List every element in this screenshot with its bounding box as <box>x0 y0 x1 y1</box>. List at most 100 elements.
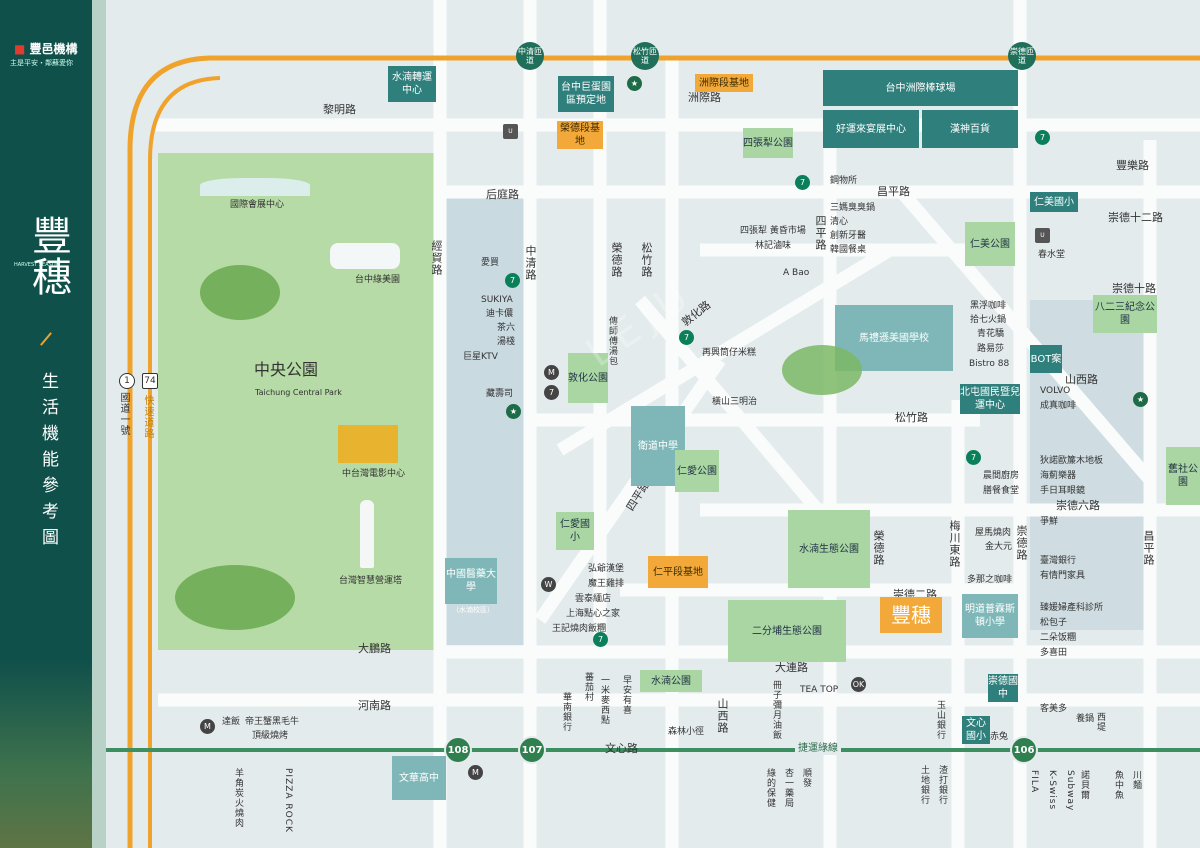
road-dalian: 大連路 <box>775 661 808 674</box>
poi-chunshui: 春水堂 <box>1038 250 1066 260</box>
starbucks-icon[interactable]: ★ <box>1133 392 1148 407</box>
expressway-label: 快速道路 <box>142 395 153 439</box>
poi-king-crab: 帝王蟹黑毛牛 <box>245 717 300 727</box>
block-bot[interactable]: BOT案 <box>1030 345 1062 373</box>
road-songzhu-road: 松竹路 <box>895 411 928 424</box>
metro-station-107[interactable]: 107 <box>518 736 546 764</box>
poi-health: 綠的保健 <box>765 768 775 808</box>
uniqlo-icon[interactable]: U <box>1035 228 1050 243</box>
block-rongde-site[interactable]: 榮德段基地 <box>557 121 603 149</box>
project-latin: HARVEST SEASON <box>14 262 60 268</box>
block-jiushe-park[interactable]: 舊社公園 <box>1166 447 1200 505</box>
poi-qinghua: 青花驕 <box>977 329 1005 339</box>
uniqlo-icon[interactable]: U <box>503 124 518 139</box>
project-logo: 豐穗 <box>25 215 71 297</box>
poi-hotpot: 拾七火鍋 <box>970 315 1007 325</box>
road-chongde-10: 崇德十路 <box>1112 282 1156 295</box>
poi-bistro88: Bistro 88 <box>969 359 1010 369</box>
poi-komeda: 客美多 <box>1040 704 1068 714</box>
poi-bakery: 一米麥西點 <box>599 675 609 725</box>
expo-center-icon <box>200 178 310 196</box>
road-wenxin: 文心路 <box>605 742 638 755</box>
block-taichung-dome[interactable]: 台中巨蛋園區預定地 <box>558 76 614 112</box>
block-shuinan-park[interactable]: 水湳公園 <box>640 670 702 692</box>
block-subject-site[interactable]: 豐穗 <box>880 597 942 633</box>
block-hanshin[interactable]: 漢神百貨 <box>922 110 1018 148</box>
block-wenhua-high[interactable]: 文華高中 <box>392 756 446 800</box>
seven-eleven-icon[interactable]: 7 <box>966 450 981 465</box>
poi-kura-sushi: 藏壽司 <box>486 389 514 399</box>
poi-canteen: 膳餐食堂 <box>983 486 1020 496</box>
poi-hengshan-sandwich: 橫山三明治 <box>712 397 758 407</box>
rice-stalk-decoration <box>0 660 92 848</box>
seven-eleven-icon[interactable]: 7 <box>505 273 520 288</box>
block-dunhua-park[interactable]: 敦化公園 <box>568 353 608 403</box>
interchange-songzhu: 松竹匝道 <box>631 42 659 70</box>
poi-decathlon: 迪卡儂 <box>486 309 514 319</box>
road-houting: 后庭路 <box>486 188 519 201</box>
road-fengle: 豐樂路 <box>1116 159 1149 172</box>
block-chongde-junior[interactable]: 崇德國中 <box>988 674 1018 702</box>
metro-station-106[interactable]: 106 <box>1010 736 1038 764</box>
block-wenxin-elementary[interactable]: 文心國小 <box>962 716 990 744</box>
block-erfenpu-park[interactable]: 二分埔生態公園 <box>728 600 846 662</box>
block-shuinan-eco-park[interactable]: 水湳生態公園 <box>788 510 870 588</box>
smart-tower-icon <box>360 500 374 568</box>
ok-mart-icon[interactable]: OK <box>851 677 866 692</box>
starbucks-icon[interactable]: ★ <box>627 76 642 91</box>
block-renai-park[interactable]: 仁愛公園 <box>675 450 719 492</box>
block-823-park[interactable]: 八二三紀念公園 <box>1093 295 1157 333</box>
interchange-chongde: 崇德匝道 <box>1008 42 1036 70</box>
poi-volvo: VOLVO <box>1040 386 1071 396</box>
seven-eleven-icon[interactable]: 7 <box>1035 130 1050 145</box>
road-chongde-12: 崇德十二路 <box>1108 211 1163 224</box>
road-henan: 河南路 <box>358 699 391 712</box>
poi-music-store: 海薊樂器 <box>1040 471 1077 481</box>
block-mingdao-school[interactable]: 明道普霖斯頓小學 <box>962 594 1018 638</box>
park-expo-center: 國際會展中心 <box>230 200 285 210</box>
watsons-icon[interactable]: W <box>541 577 556 592</box>
park-smart-tower: 台灣智慧營運塔 <box>339 576 403 586</box>
block-shuinan-hub[interactable]: 水湳轉運中心 <box>388 66 436 102</box>
poi-chitu: 赤兔 <box>990 732 1009 742</box>
block-baseball-stadium[interactable]: 台中洲際棒球場 <box>823 70 1018 106</box>
poi-pharmacy: 杏一藥局 <box>783 768 793 808</box>
metro-station-108[interactable]: 108 <box>444 736 472 764</box>
poi-nobel: 諾貝爾 <box>1079 770 1089 800</box>
seven-eleven-icon[interactable]: 7 <box>679 330 694 345</box>
interchange-zhongqing: 中清匝道 <box>516 42 544 70</box>
poi-morning-kitchen: 晨間廚房 <box>983 471 1020 481</box>
poi-forest-path: 森林小徑 <box>668 727 705 737</box>
family-mart-icon[interactable]: 7 <box>544 385 559 400</box>
seven-eleven-icon[interactable]: 7 <box>795 175 810 190</box>
poi-yuntai: 雲泰緬店 <box>575 594 612 604</box>
mcdonalds-icon[interactable]: M <box>544 365 559 380</box>
road-shanxi-north: 山西路 <box>1065 373 1098 386</box>
starbucks-icon[interactable]: ★ <box>506 404 521 419</box>
block-hao-yun-lai[interactable]: 好運來宴展中心 <box>823 110 919 148</box>
block-renmei-park[interactable]: 仁美公園 <box>965 222 1015 266</box>
block-sizhangli-park[interactable]: 四張犁公園 <box>743 128 793 158</box>
road-changping: 昌平路 <box>877 185 910 198</box>
road-shanxi-south: 山西路 <box>716 698 729 734</box>
road-liming: 黎明路 <box>323 103 356 116</box>
mcdonalds-icon[interactable]: M <box>200 719 215 734</box>
poi-chicken-chop: 魔王雞排 <box>588 579 625 589</box>
block-beitun-sports-center[interactable]: 北屯國民暨兒運中心 <box>960 384 1020 414</box>
mos-burger-icon[interactable]: M <box>468 765 483 780</box>
poi-fila: FILA <box>1029 770 1039 794</box>
block-renmei-elementary[interactable]: 仁美國小 <box>1030 192 1078 212</box>
seven-eleven-icon[interactable]: 7 <box>593 632 608 647</box>
brand-sidebar: ■ 豐邑機構 主是平安・鄰蘇愛你 豐穗 HARVEST SEASON 生活機能參… <box>0 0 92 848</box>
park-film-center: 中台灣電影中心 <box>342 469 406 479</box>
poi-huanan-bank: 華南銀行 <box>561 692 571 732</box>
poi-yang-guo: 養鍋 <box>1076 714 1095 724</box>
block-china-medical-university[interactable]: 中國醫藥大學 <box>445 558 497 604</box>
block-renping-site[interactable]: 仁平段基地 <box>648 556 708 588</box>
national-highway-label: 國道一號 <box>118 392 129 436</box>
block-renai-elementary[interactable]: 仁愛國小 <box>556 512 594 550</box>
block-zhouji-site[interactable]: 洲際段基地 <box>695 74 753 92</box>
road-zhongqing: 中清路 <box>524 245 537 281</box>
poi-breakfast: 早安有喜 <box>621 675 631 715</box>
